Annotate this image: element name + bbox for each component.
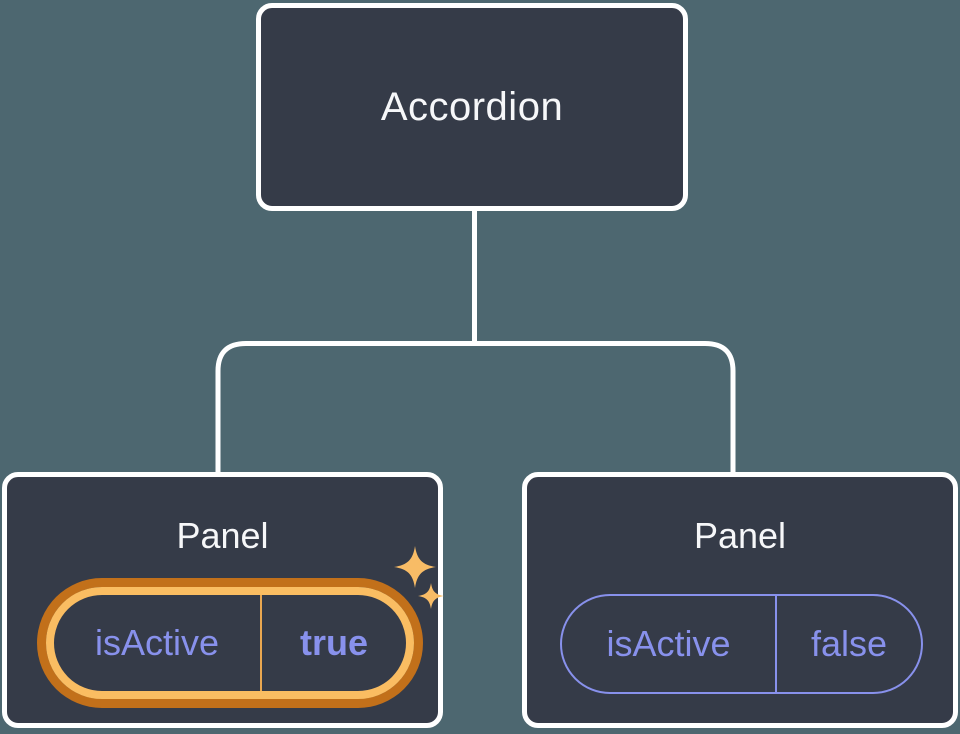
panel-node-inactive: Panel isActive false xyxy=(522,472,958,728)
state-value-label: true xyxy=(299,622,368,663)
pill-divider xyxy=(775,596,777,692)
state-pill-inactive: isActive false xyxy=(560,594,923,694)
accordion-node: Accordion xyxy=(256,3,688,211)
state-key-label: isActive xyxy=(94,622,220,663)
state-pill-active: isActive true xyxy=(46,587,414,699)
panel-title: Panel xyxy=(693,515,787,556)
accordion-label: Accordion xyxy=(380,84,564,129)
state-value-label: false xyxy=(810,623,888,664)
panel-node-active: Panel isActive true xyxy=(2,472,444,728)
panel-title: Panel xyxy=(176,515,269,556)
pill-divider xyxy=(260,595,262,691)
state-key-label: isActive xyxy=(606,623,731,664)
